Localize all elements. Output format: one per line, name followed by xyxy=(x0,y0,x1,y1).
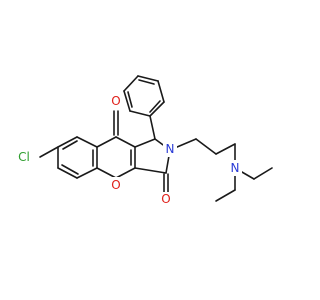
atom-label-n-amine: N xyxy=(231,161,240,175)
atom-ring-oxygen: O xyxy=(109,177,123,193)
atom-carbonyl-oxygen-top: O xyxy=(109,94,123,110)
atom-label-o-top: O xyxy=(111,94,120,108)
atom-lactam-nitrogen: N xyxy=(163,141,177,157)
atom-amine-nitrogen: N xyxy=(228,160,242,176)
atom-label-n-lactam: N xyxy=(166,142,175,156)
atom-carbonyl-oxygen-bottom: O xyxy=(159,192,173,208)
chemical-structure: Cl O O O N N xyxy=(14,75,273,208)
atom-label-cl: Cl xyxy=(18,150,30,164)
atom-label-o-bottom: O xyxy=(161,192,170,206)
atom-chlorine: Cl xyxy=(14,149,36,165)
bond-lines xyxy=(39,75,273,202)
atom-label-o-ring: O xyxy=(111,178,120,192)
